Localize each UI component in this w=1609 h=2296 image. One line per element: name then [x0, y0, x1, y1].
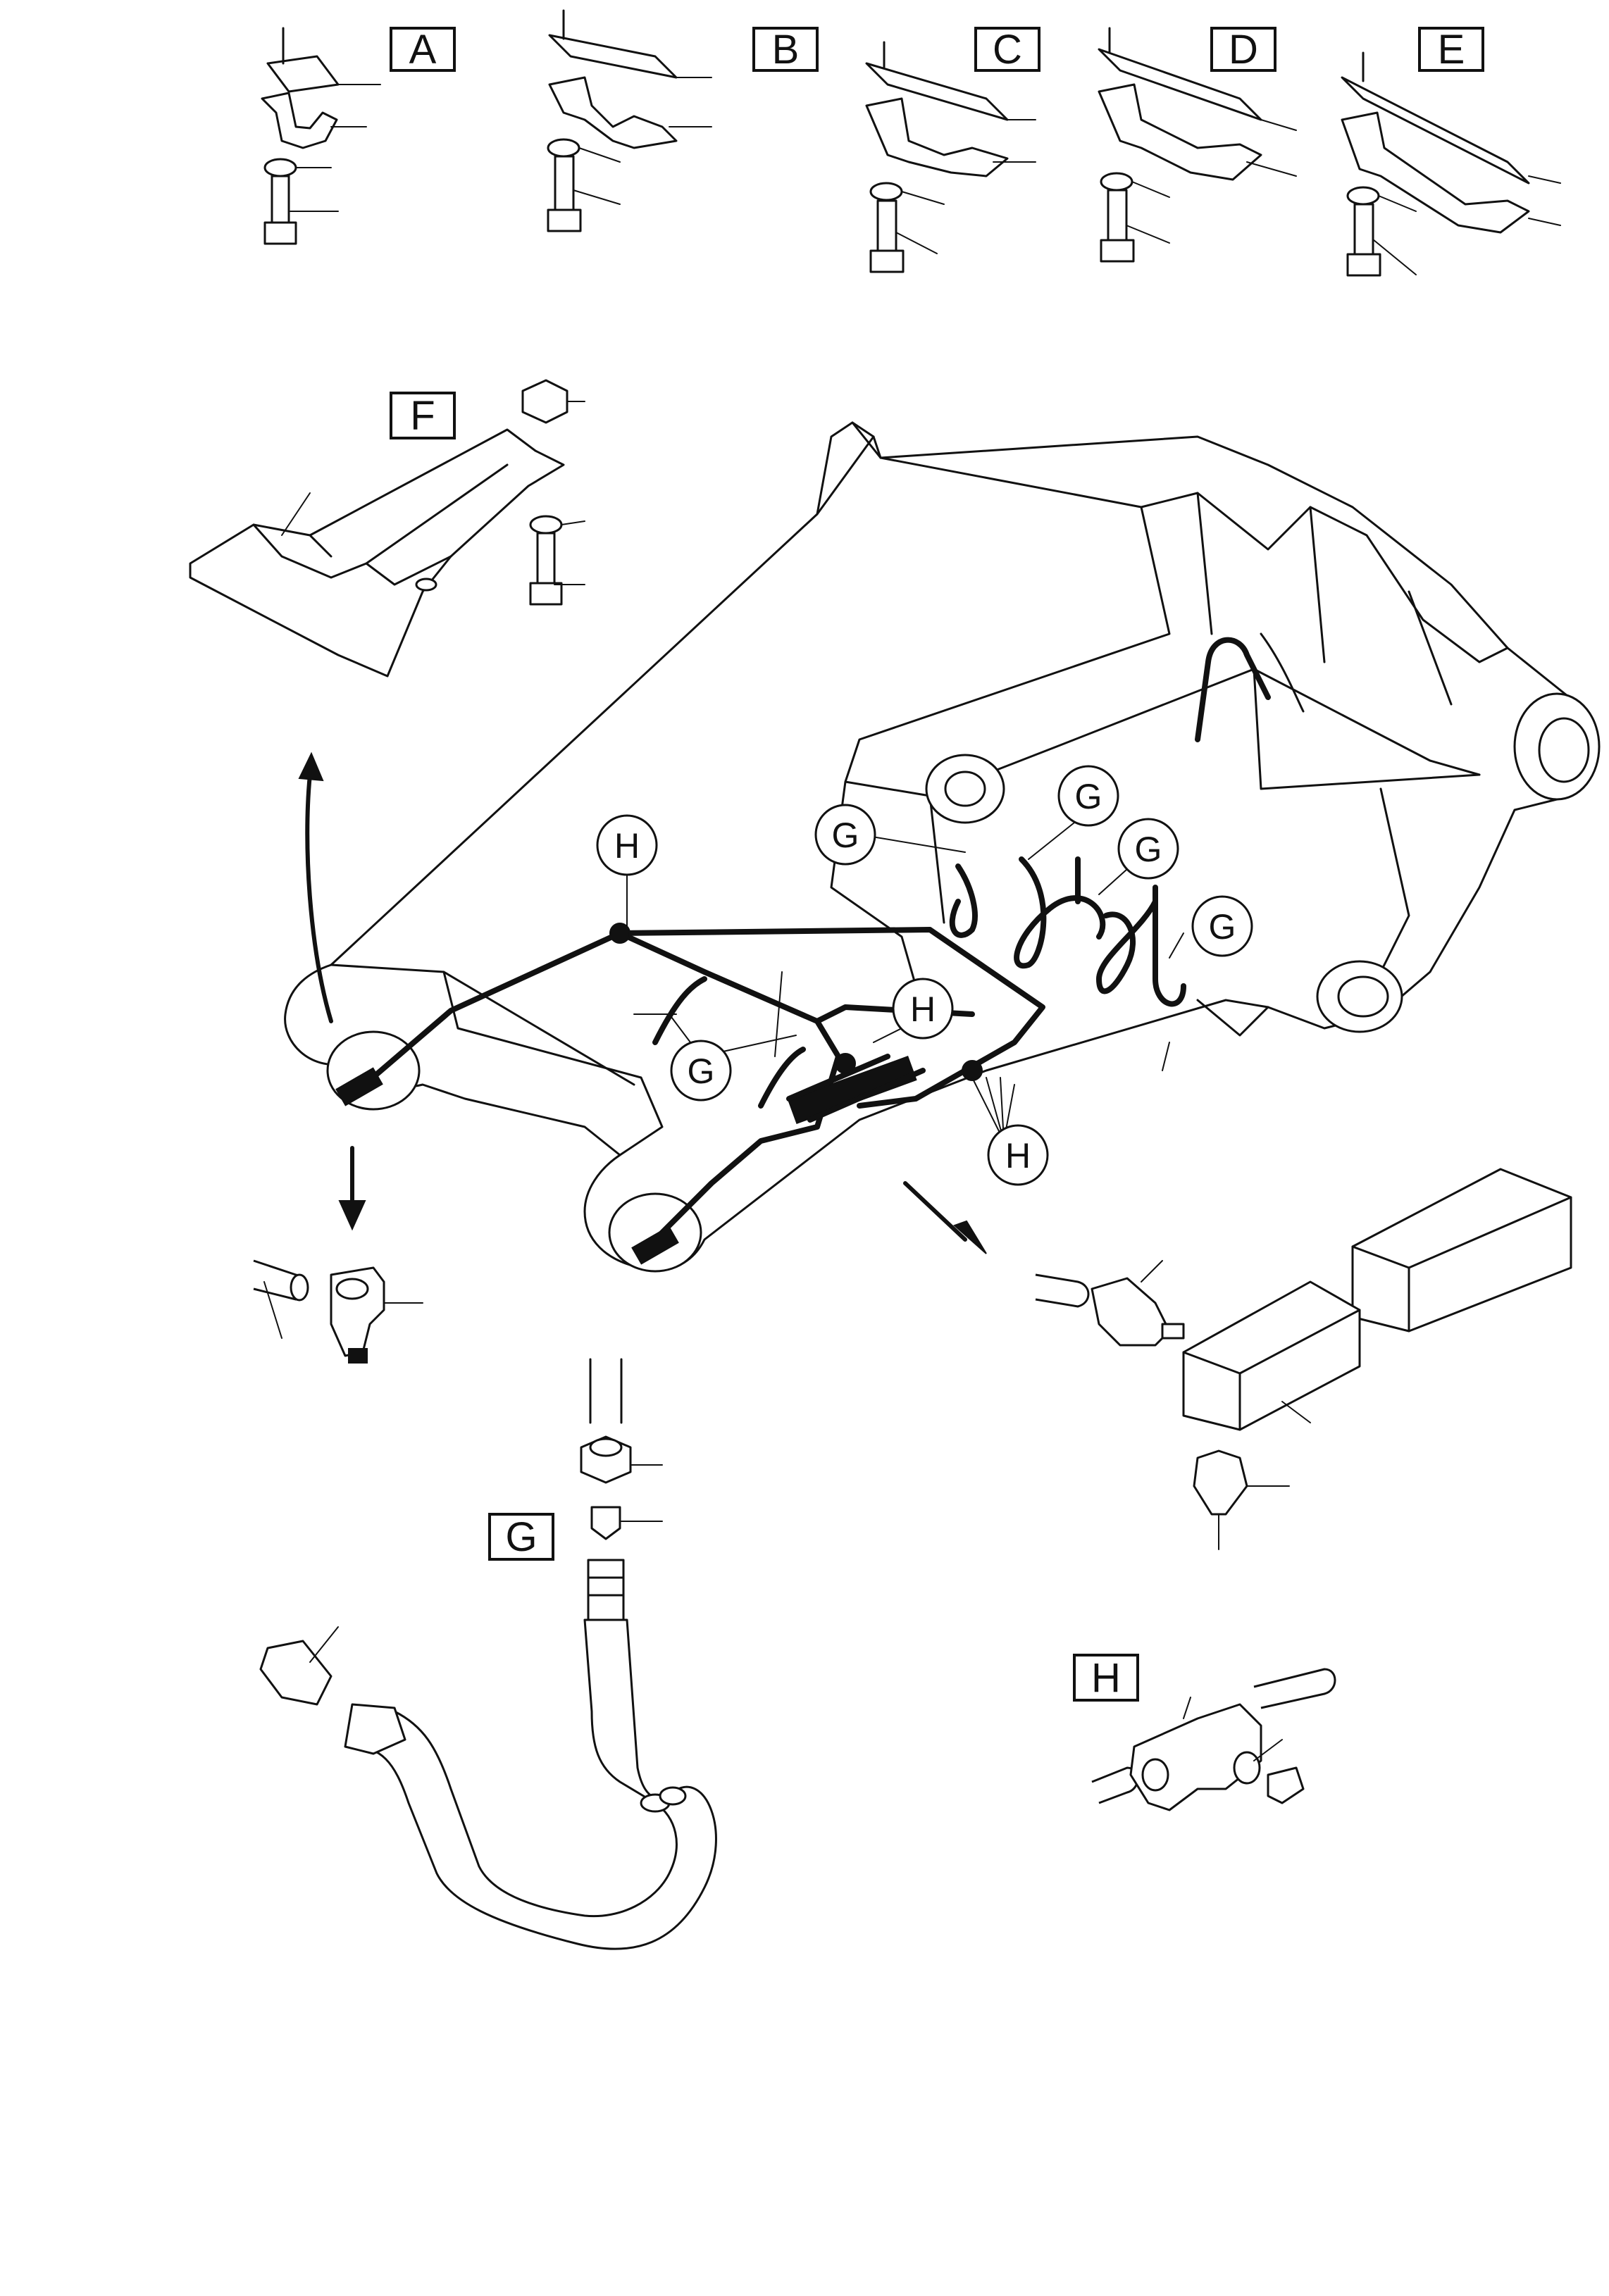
detail-label: C: [993, 27, 1022, 73]
grease-nipple: [1193, 1449, 1248, 1516]
tee-fitting: [835, 1053, 856, 1074]
arrow-to-grease-fitting: [903, 1181, 967, 1242]
grease-fitting-body: [1091, 1277, 1171, 1347]
detail-a: A: [261, 27, 456, 245]
u-pipe: [1195, 637, 1271, 742]
clamp-bracket: [1341, 111, 1530, 234]
callout-label: G: [1135, 830, 1162, 869]
clamp-plate: [548, 34, 678, 79]
callout-label: H: [910, 990, 936, 1029]
tee-fitting: [962, 1060, 983, 1081]
grease-piping: [335, 856, 1186, 1265]
grease-hose: [949, 863, 978, 938]
callout: G: [1117, 818, 1179, 880]
callout: G: [670, 1040, 732, 1102]
bolt: [536, 532, 556, 587]
detail-h: H: [1073, 1654, 1336, 1811]
washer: [547, 138, 580, 158]
washer: [1100, 172, 1133, 192]
hose-fitting: [587, 1559, 625, 1621]
detail-label: E: [1438, 27, 1465, 73]
detail-label: G: [505, 1514, 537, 1560]
boom-assembly: [284, 421, 1601, 1273]
detail-label-box: [1210, 27, 1276, 72]
detail-g: G: [259, 1358, 717, 1950]
pipe-end: [589, 1358, 623, 1424]
bolt: [876, 199, 897, 255]
arrowhead-down: [338, 1200, 366, 1231]
callout-label: G: [832, 816, 859, 855]
boom-body: [284, 421, 1594, 1272]
detail-d: D: [1098, 27, 1297, 263]
callout: H: [892, 978, 954, 1040]
fitting-right-boss: [631, 1225, 679, 1265]
nut: [521, 379, 569, 424]
clamp-plate: [1341, 76, 1530, 185]
callout: G: [814, 804, 876, 866]
callout: G: [1191, 895, 1253, 957]
bolt: [271, 175, 290, 227]
detail-label-box: [1073, 1654, 1139, 1702]
callout: H: [987, 1124, 1049, 1186]
detail-f: F: [189, 379, 585, 678]
fitting-left-boss: [335, 1067, 383, 1106]
pipe-end: [1035, 1273, 1090, 1308]
grease-hose: [1014, 856, 1106, 969]
grease-nipple: [1267, 1766, 1305, 1804]
clamp-plate: [266, 55, 340, 93]
callout: G: [1057, 765, 1119, 827]
callout-label: H: [1005, 1136, 1031, 1175]
guard-plate: [189, 428, 565, 678]
washer: [869, 182, 903, 201]
grease-hose: [1096, 885, 1158, 994]
arrow-to-detail-f: [305, 773, 333, 1023]
bolt: [1353, 203, 1374, 258]
grease-hose: [1153, 892, 1186, 1007]
washer: [1346, 186, 1380, 206]
detail-label-box: [390, 392, 456, 439]
callout-label: G: [688, 1052, 715, 1091]
callout-label: H: [614, 826, 640, 866]
hose-end-fitting: [344, 1703, 406, 1755]
clamp-bracket: [261, 92, 338, 149]
detail-b: B: [547, 9, 819, 232]
washer: [263, 158, 297, 177]
detail-label-box: [390, 27, 456, 72]
clamp-bracket: [865, 97, 1009, 177]
callout: H: [596, 814, 658, 876]
clamp-bracket: [548, 76, 678, 149]
detail-label-box: [488, 1513, 554, 1561]
bolt: [1107, 189, 1128, 244]
sleeve: [590, 1506, 621, 1540]
detail-label-box: [974, 27, 1040, 72]
detail-e: E: [1341, 27, 1561, 277]
callout-label: G: [1209, 907, 1236, 947]
arrowhead-diagonal: [953, 1220, 987, 1254]
detail-label: F: [410, 393, 435, 439]
grease-hose: [652, 976, 707, 1045]
detail-c: C: [865, 27, 1040, 273]
clamp-bracket: [1098, 83, 1262, 181]
washer: [529, 515, 563, 535]
grease-block-large: [1351, 1168, 1572, 1333]
pipe-end: [1253, 1668, 1336, 1709]
hose: [351, 1618, 717, 1950]
elbow-fitting-detail: [253, 1259, 423, 1364]
detail-label: A: [409, 27, 437, 73]
detail-label-box: [752, 27, 819, 72]
detail-label: D: [1229, 27, 1258, 73]
connector: [259, 1640, 333, 1706]
grease-fitting-detail: [1035, 1168, 1572, 1550]
grease-pipe-main: [349, 930, 841, 1249]
detail-label-box: [1418, 27, 1484, 72]
bolt: [554, 155, 575, 214]
tee-fitting: [609, 923, 630, 944]
detail-label: H: [1091, 1655, 1121, 1701]
callout-label: G: [1075, 777, 1102, 816]
arrowhead-up: [298, 751, 324, 782]
detail-label: B: [772, 27, 800, 73]
